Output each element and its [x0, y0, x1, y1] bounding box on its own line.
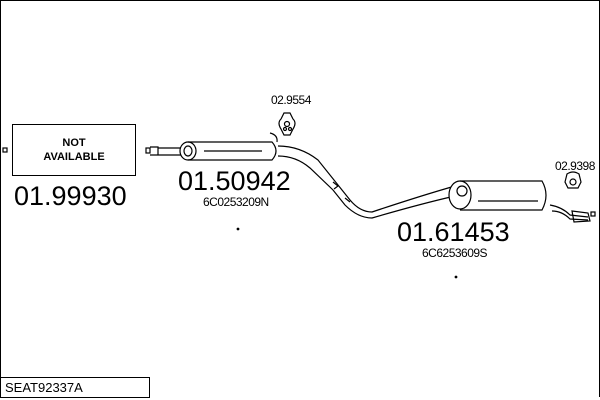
not-available-box: NOT AVAILABLE	[12, 124, 136, 176]
front-muffler-part[interactable]	[145, 132, 278, 161]
oem-number: 6C0253209N	[203, 195, 269, 209]
connector-icon	[2, 147, 8, 153]
rear-muffler-part[interactable]	[448, 180, 596, 223]
mount-number-02-9554[interactable]: 02.9554	[271, 93, 311, 107]
part-number-01-61453[interactable]: 01.61453	[397, 217, 510, 247]
middle-pipe	[277, 145, 456, 219]
part-number-01-50942[interactable]: 01.50942	[178, 166, 291, 196]
model-code-label: SEAT92337A	[0, 377, 150, 398]
part-number-01-99930[interactable]: 01.99930	[14, 181, 127, 211]
not-available-line1: NOT	[62, 136, 86, 149]
oem-number: 6C6253609S	[422, 246, 488, 260]
rubber-mount-icon[interactable]	[564, 171, 582, 189]
mount-number-02-9398[interactable]: 02.9398	[555, 159, 595, 173]
not-available-line2: AVAILABLE	[43, 151, 105, 163]
rubber-mount-icon[interactable]	[278, 112, 296, 136]
